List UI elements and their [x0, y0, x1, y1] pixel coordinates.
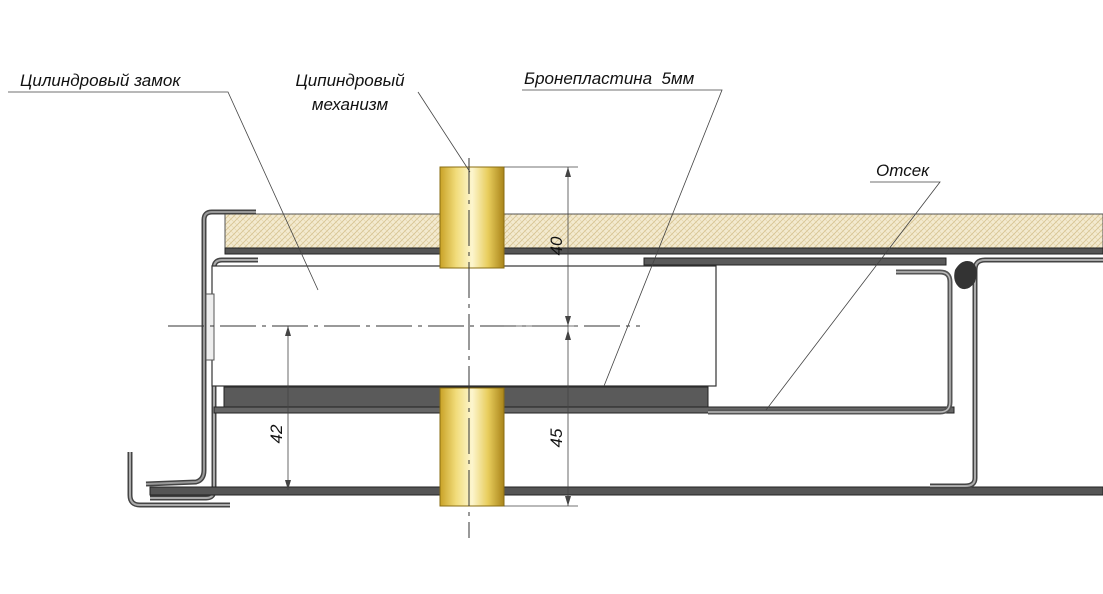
- label-cylinder-mechanism-2: механизм: [312, 95, 389, 114]
- leader-cylinder-mechanism: [417, 91, 471, 173]
- label-cylinder-lock: Цилиндровый замок: [20, 71, 181, 90]
- label-armor-plate: Бронепластина 5мм: [524, 69, 695, 88]
- right-profile: [930, 257, 1103, 489]
- insulation-layer: [224, 213, 1103, 249]
- armor-plate-upper: [643, 257, 947, 266]
- compartment-box: [708, 269, 953, 415]
- cylinder-upper: [439, 166, 505, 269]
- lock-faceplate: [205, 293, 215, 361]
- cylinder-lower: [439, 387, 505, 507]
- label-compartment: Отсек: [876, 161, 930, 180]
- bottom-sheet: [149, 486, 1103, 496]
- leader-cylinder-lock: [8, 91, 319, 291]
- leader-compartment: [765, 181, 941, 411]
- dimension-45: 45: [547, 428, 566, 447]
- dimension-40: 40: [547, 236, 566, 255]
- label-cylinder-mechanism-1: Ципиндровый: [295, 71, 405, 90]
- dimension-42: 42: [267, 424, 286, 443]
- rubber-seal: [954, 261, 977, 290]
- top-inner-sheet: [224, 247, 1103, 255]
- leader-armor-plate: [522, 89, 723, 387]
